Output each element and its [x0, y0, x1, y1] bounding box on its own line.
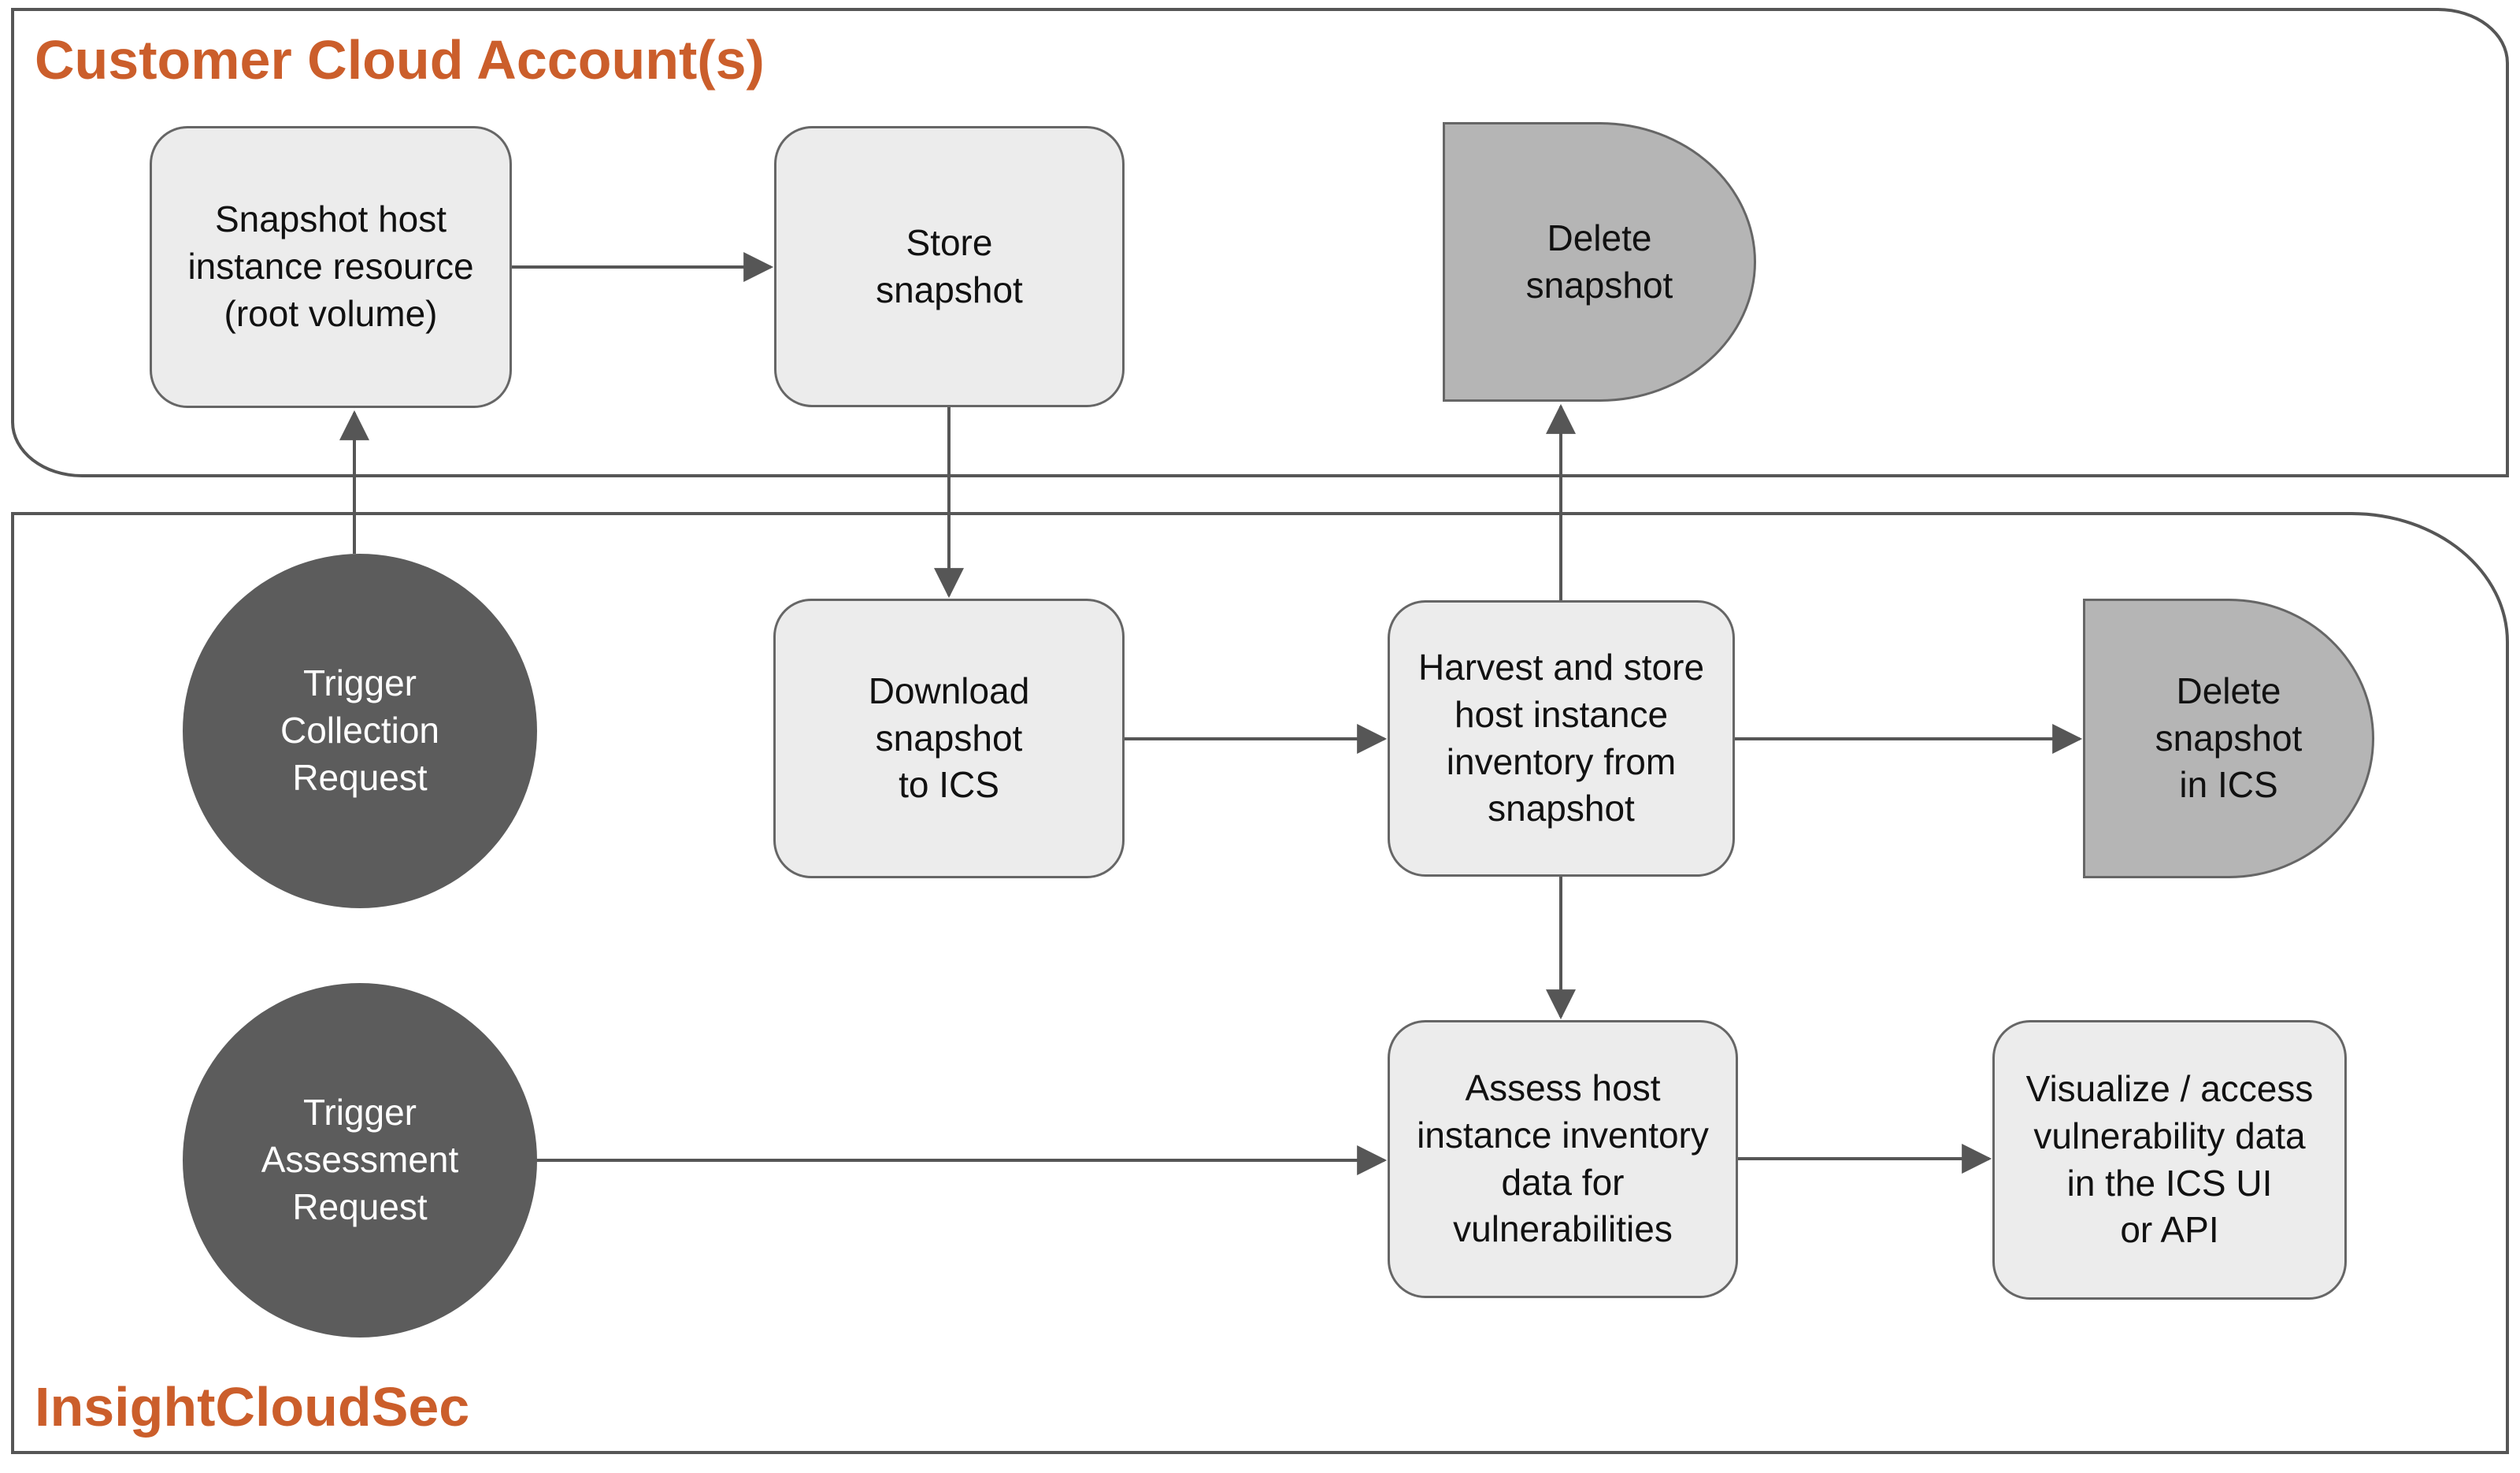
container-customer-cloud-accounts	[11, 8, 2509, 477]
node-store-snapshot: Store snapshot	[774, 126, 1125, 407]
node-label: Delete snapshot	[1525, 217, 1673, 306]
node-delete-snapshot: Delete snapshot	[1443, 122, 1756, 402]
node-label: Snapshot host instance resource (root vo…	[187, 199, 474, 334]
node-label: Harvest and store host instance inventor…	[1418, 646, 1705, 829]
node-label: Assess host instance inventory data for …	[1417, 1067, 1709, 1250]
node-assess-host-inventory: Assess host instance inventory data for …	[1388, 1020, 1738, 1298]
node-label: Trigger Assessment Request	[261, 1092, 459, 1227]
node-label: Visualize / access vulnerability data in…	[2025, 1067, 2314, 1251]
insightcloudsec-title: InsightCloudSec	[35, 1376, 470, 1438]
node-label: Store snapshot	[876, 221, 1023, 310]
node-trigger-assessment-request: Trigger Assessment Request	[183, 983, 537, 1338]
node-snapshot-host-instance-resource: Snapshot host instance resource (root vo…	[150, 126, 512, 408]
node-label: Trigger Collection Request	[280, 662, 439, 798]
node-harvest-and-store-inventory: Harvest and store host instance inventor…	[1388, 600, 1735, 877]
node-label: Delete snapshot in ICS	[2155, 670, 2303, 806]
node-download-snapshot-to-ics: Download snapshot to ICS	[773, 599, 1125, 878]
node-label: Download snapshot to ICS	[868, 670, 1030, 806]
node-delete-snapshot-in-ics: Delete snapshot in ICS	[2083, 599, 2374, 878]
node-trigger-collection-request: Trigger Collection Request	[183, 554, 537, 908]
customer-cloud-accounts-title: Customer Cloud Account(s)	[35, 29, 765, 91]
node-visualize-access-vulnerability-data: Visualize / access vulnerability data in…	[1992, 1020, 2347, 1300]
container-insightcloudsec	[11, 512, 2509, 1454]
